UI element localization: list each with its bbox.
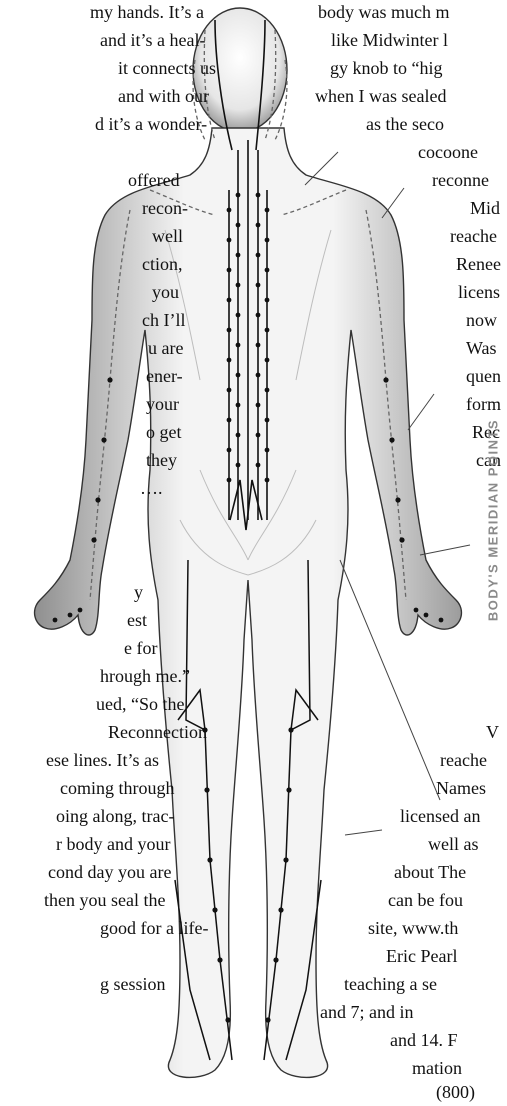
right-line: and 14. F (390, 1026, 458, 1054)
left-line: d it’s a wonder- (95, 110, 207, 138)
left-line: g session (100, 970, 166, 998)
left-line: ch I’ll (142, 306, 185, 334)
right-line: Renee (456, 250, 501, 278)
left-line: ction, (142, 250, 183, 278)
left-line: and with our (118, 82, 209, 110)
right-line: licensed an (400, 802, 480, 830)
right-line: can be fou (388, 886, 463, 914)
right-line: gy knob to “hig (330, 54, 443, 82)
left-line: oing along, trac- (56, 802, 174, 830)
right-line: reache (440, 746, 487, 774)
right-line: Was (466, 334, 497, 362)
right-line: Mid (470, 194, 500, 222)
right-line: Eric Pearl (386, 942, 457, 970)
left-line: ese lines. It’s as (46, 746, 159, 774)
left-line: offered (128, 166, 180, 194)
right-line: well as (428, 830, 478, 858)
left-line: est (127, 606, 147, 634)
right-line: Names (436, 774, 486, 802)
right-line: quen (466, 362, 501, 390)
left-line: my hands. It’s a (90, 0, 204, 26)
left-line: ued, “So the (96, 690, 184, 718)
left-line: well (152, 222, 183, 250)
left-line: u are (148, 334, 183, 362)
right-line: (800) (436, 1078, 475, 1106)
left-line: o get (146, 418, 182, 446)
left-line: good for a life- (100, 914, 208, 942)
right-line: now (466, 306, 497, 334)
left-line: they (146, 446, 177, 474)
right-line: teaching a se (344, 970, 437, 998)
left-line: it connects us (118, 54, 216, 82)
right-line: cocoone (418, 138, 478, 166)
left-line: e for (124, 634, 157, 662)
right-line: form (466, 390, 501, 418)
right-line: like Midwinter l (331, 26, 448, 54)
left-line: ener- (146, 362, 183, 390)
left-line: your (146, 390, 179, 418)
left-line: and it’s a heal- (100, 26, 205, 54)
left-line: recon- (142, 194, 188, 222)
right-line: licens (458, 278, 500, 306)
right-line: and 7; and in (320, 998, 413, 1026)
left-line: you (152, 278, 179, 306)
right-line: site, www.th (368, 914, 458, 942)
right-line: reconne (432, 166, 489, 194)
left-line: …. (140, 474, 163, 502)
right-line: reache (450, 222, 497, 250)
left-line: y (134, 578, 143, 606)
left-line: hrough me.” (100, 662, 190, 690)
right-line: as the seco (366, 110, 444, 138)
left-line: r body and your (56, 830, 170, 858)
left-line: cond day you are (48, 858, 171, 886)
right-line: when I was sealed (315, 82, 446, 110)
figure-caption: BODY'S MERIDIAN POINTS (486, 419, 501, 621)
right-line: about The (394, 858, 466, 886)
left-line: then you seal the (44, 886, 165, 914)
right-line: V (486, 718, 499, 746)
left-line: coming through (60, 774, 175, 802)
left-line: Reconnection (108, 718, 207, 746)
right-line: body was much m (318, 0, 449, 26)
